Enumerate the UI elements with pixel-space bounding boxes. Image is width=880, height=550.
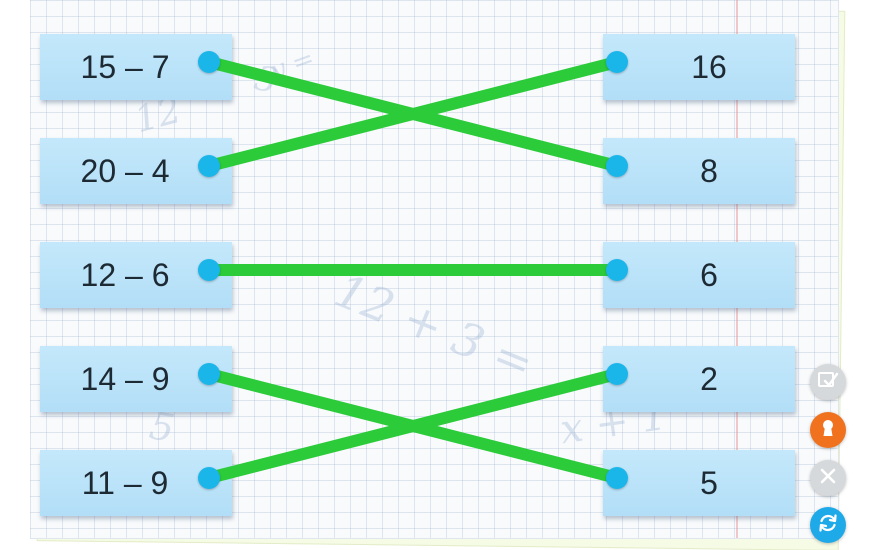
right-card[interactable]: 8 xyxy=(603,138,795,204)
refresh-icon xyxy=(817,512,839,539)
left-card-label: 11 – 9 xyxy=(81,464,169,501)
right-connector-dot[interactable] xyxy=(606,467,628,489)
right-card[interactable]: 6 xyxy=(603,242,795,308)
right-connector-dot[interactable] xyxy=(606,155,628,177)
right-card-label: 6 xyxy=(700,256,718,293)
right-card[interactable]: 2 xyxy=(603,346,795,412)
left-connector-dot[interactable] xyxy=(198,155,220,177)
hint-button[interactable] xyxy=(810,412,846,448)
left-card-label: 15 – 7 xyxy=(80,48,170,85)
right-card-label: 2 xyxy=(700,360,718,397)
reset-button[interactable] xyxy=(810,507,846,543)
right-card-label: 8 xyxy=(700,152,718,189)
right-card[interactable]: 16 xyxy=(603,34,795,100)
left-card-label: 14 – 9 xyxy=(80,360,170,397)
check-answer-button[interactable] xyxy=(810,364,846,400)
right-connector-dot[interactable] xyxy=(606,363,628,385)
keyhole-icon xyxy=(818,417,838,444)
right-card-label: 5 xyxy=(700,464,718,501)
close-icon xyxy=(818,466,838,491)
left-connector-dot[interactable] xyxy=(198,467,220,489)
right-card[interactable]: 5 xyxy=(603,450,795,516)
right-card-label: 16 xyxy=(691,48,727,85)
left-card-label: 12 – 6 xyxy=(80,256,170,293)
clear-button[interactable] xyxy=(810,460,846,496)
check-icon xyxy=(817,369,839,396)
left-connector-dot[interactable] xyxy=(198,363,220,385)
left-connector-dot[interactable] xyxy=(198,259,220,281)
left-connector-dot[interactable] xyxy=(198,51,220,73)
right-connector-dot[interactable] xyxy=(606,51,628,73)
left-card-label: 20 – 4 xyxy=(80,152,170,189)
connection-line xyxy=(203,368,623,484)
connection-line xyxy=(203,56,623,172)
right-connector-dot[interactable] xyxy=(606,259,628,281)
